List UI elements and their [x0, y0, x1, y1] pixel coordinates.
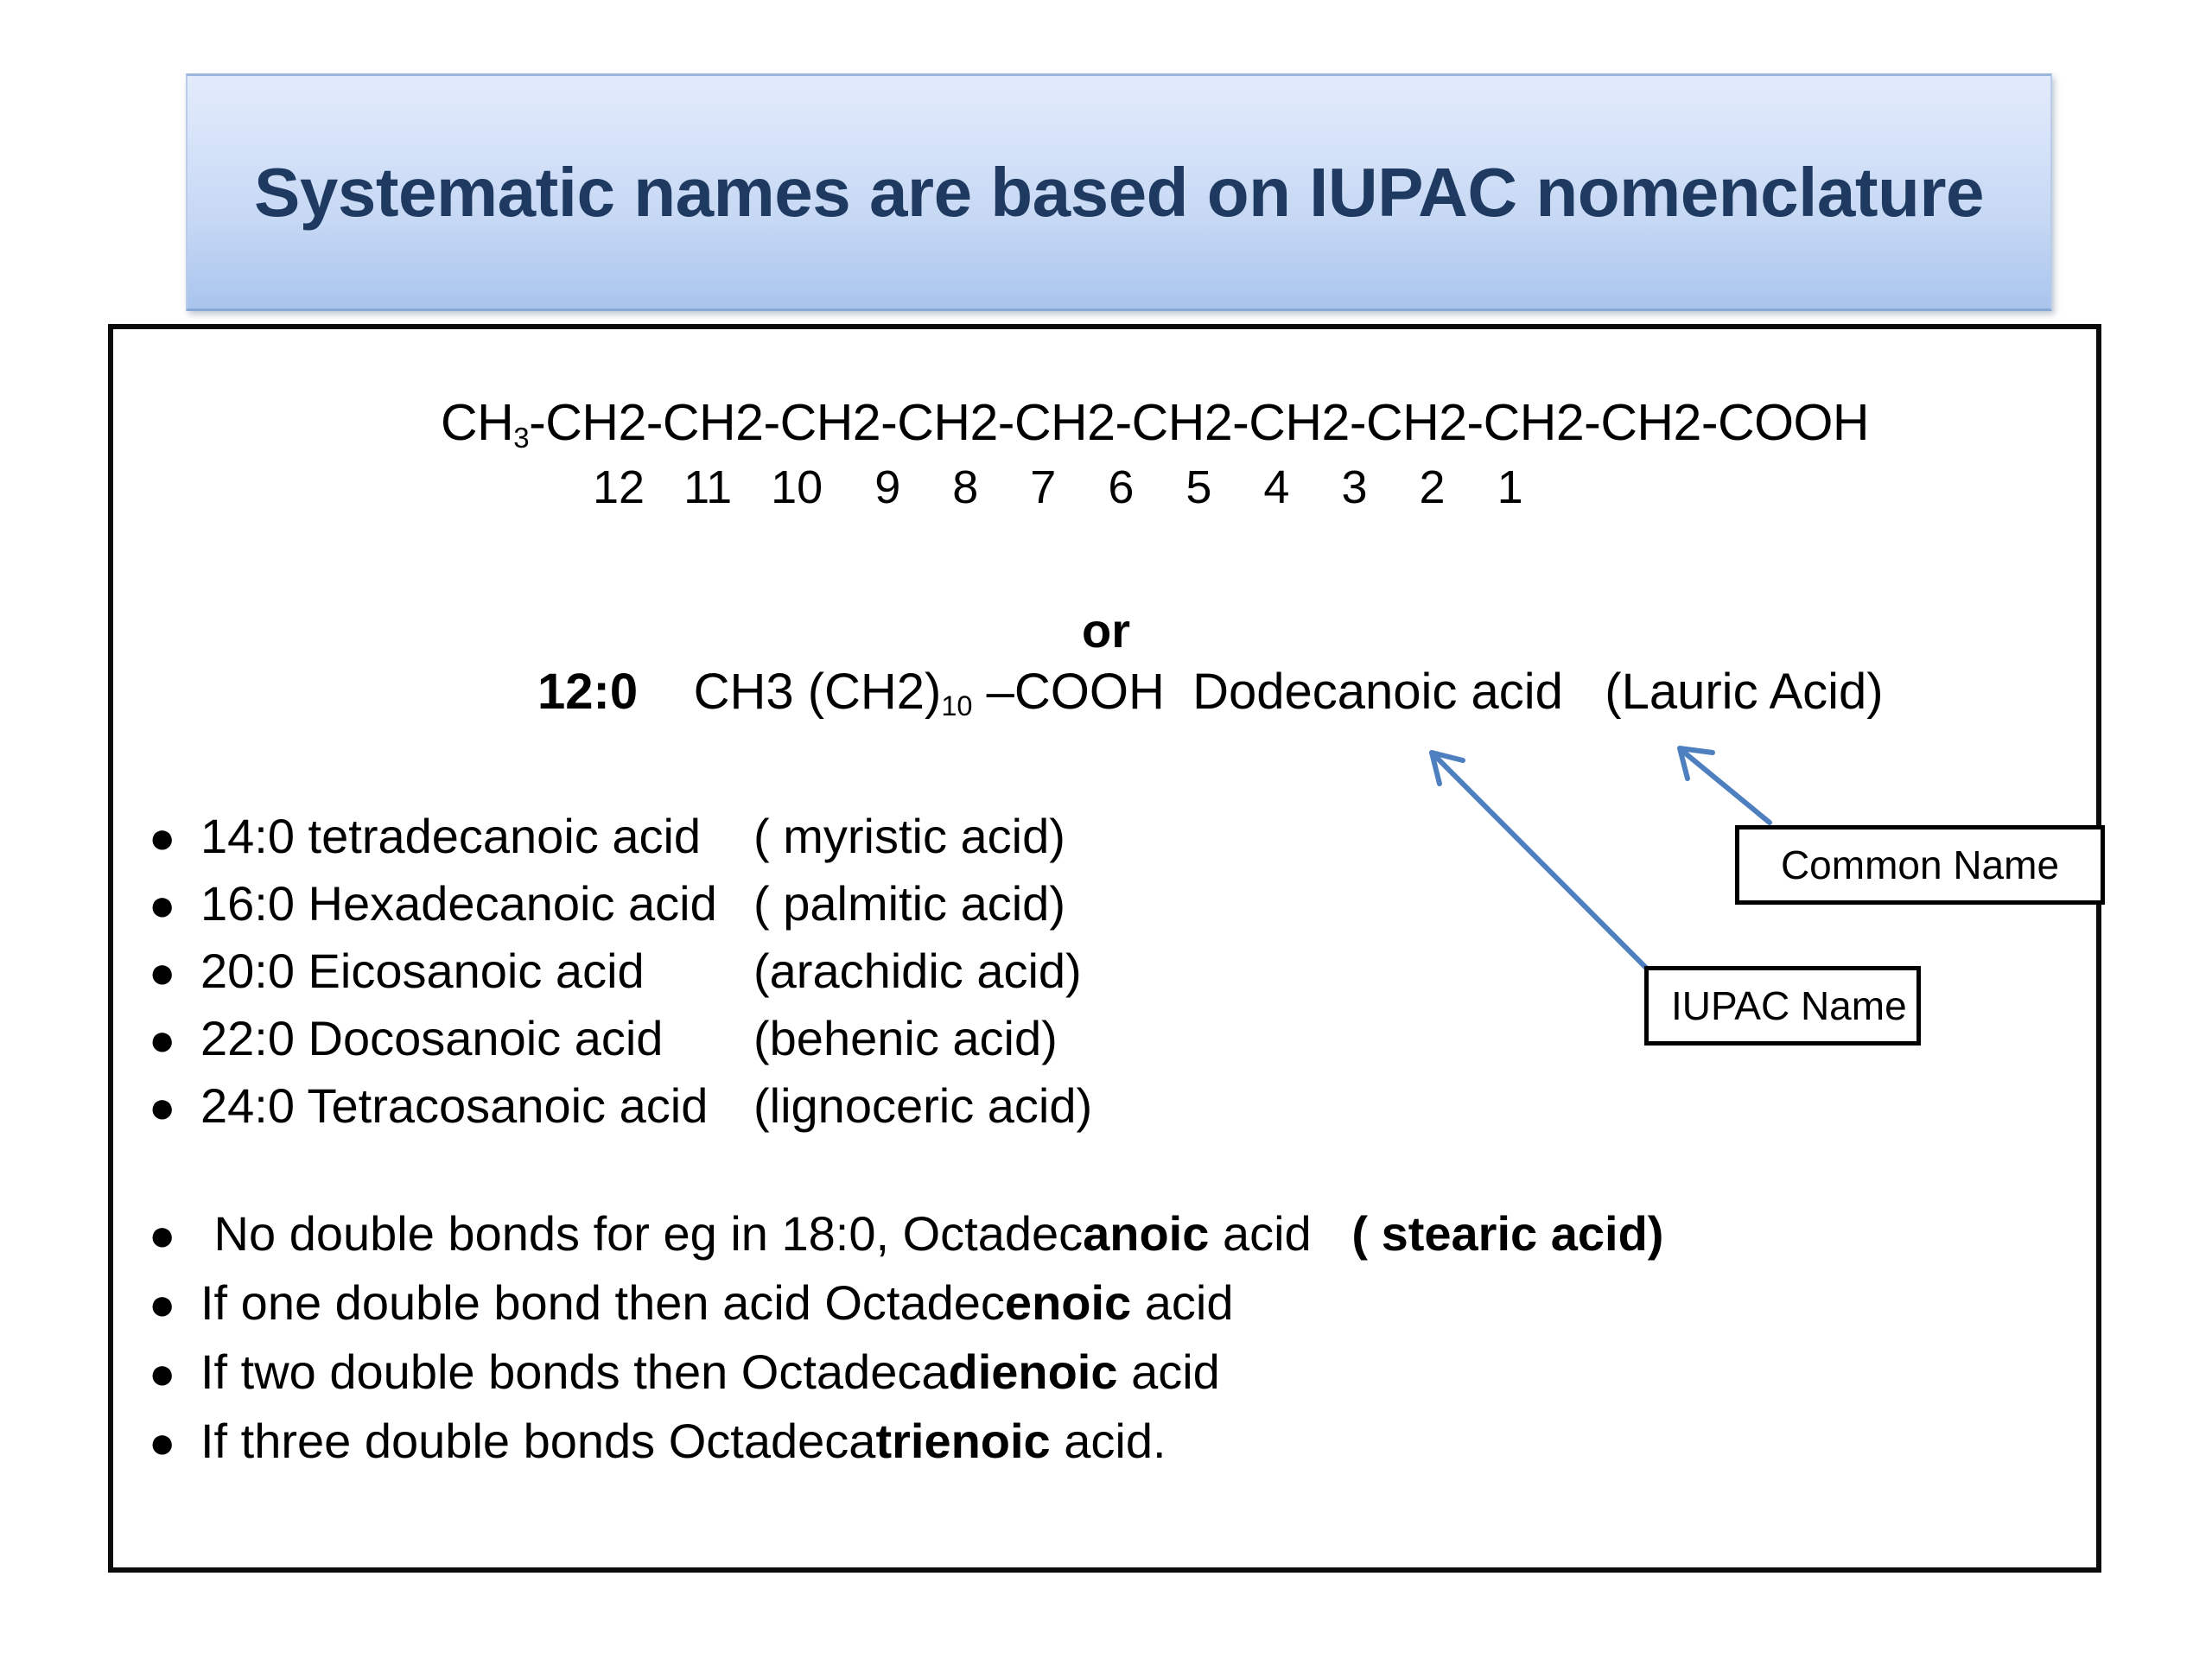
- callout-common-name-label: Common Name: [1780, 842, 2060, 887]
- gap-before-iupac: [1165, 664, 1192, 720]
- fatty-acid-common-name: (lignoceric acid): [753, 1078, 1093, 1133]
- fatty-acid-systematic-name: 14:0 tetradecanoic acid: [200, 809, 702, 863]
- rule-text-suffix-bold: trienoic: [875, 1414, 1051, 1468]
- callout-iupac-name-label: IUPAC Name: [1671, 983, 1907, 1028]
- bullet-icon: ●: [149, 813, 176, 863]
- iupac-name-value: Dodecanoic acid: [1192, 664, 1563, 720]
- gap-before-common: [1563, 664, 1605, 720]
- list-item: ● 20:0 Eicosanoic acid (arachidic acid): [149, 943, 1092, 1010]
- condensed-formula-prefix: CH3 (CH2): [693, 664, 942, 720]
- rule-text-pre: If two double bonds then Octadeca: [200, 1344, 949, 1399]
- bullet-icon: ●: [149, 1280, 176, 1330]
- formula-ch-prefix: CH: [441, 394, 514, 451]
- fatty-acid-systematic-name: 24:0 Tetracosanoic acid: [200, 1078, 709, 1133]
- rule-text-suffix-bold: anoic: [1083, 1206, 1210, 1261]
- shorthand-notation-line: 12:0 CH3 (CH2)10 –COOH Dodecanoic acid (…: [537, 664, 1884, 721]
- page-title: Systematic names are based on IUPAC nome…: [254, 153, 1984, 231]
- carbon-numbering-row: 12 11 10 9 8 7 6 5 4 3 2 1: [593, 461, 1523, 513]
- list-item: ● 24:0 Tetracosanoic acid (lignoceric ac…: [149, 1077, 1092, 1145]
- condensed-formula-subscript: 10: [941, 690, 973, 722]
- fatty-acid-common-name: (behenic acid): [753, 1011, 1058, 1065]
- list-item: ● No double bonds for eg in 18:0, Octade…: [149, 1205, 1663, 1274]
- rule-text-suffix-bold: enoic: [1004, 1275, 1132, 1330]
- fatty-acid-systematic-name: 20:0 Eicosanoic acid: [200, 944, 645, 998]
- rule-text-pre: If one double bond then acid Octadec: [200, 1275, 1005, 1330]
- bullet-icon: ●: [149, 1015, 176, 1065]
- bullet-icon: ●: [149, 880, 176, 931]
- rule-common-name-bold: ( stearic acid): [1351, 1206, 1664, 1261]
- saturated-fatty-acid-list: ● 14:0 tetradecanoic acid ( myristic aci…: [149, 808, 1092, 1145]
- list-item: ● 14:0 tetradecanoic acid ( myristic aci…: [149, 808, 1092, 875]
- rule-text-post: acid: [1209, 1206, 1312, 1261]
- rule-text-post: acid.: [1050, 1414, 1166, 1468]
- rule-tail-gap: [1312, 1205, 1352, 1262]
- fatty-acid-systematic-name: 22:0 Docosanoic acid: [200, 1011, 664, 1065]
- bullet-icon: ●: [149, 1083, 176, 1133]
- callout-common-name: Common Name: [1735, 825, 2105, 905]
- bullet-icon: ●: [149, 1418, 176, 1468]
- fatty-acid-common-name: (arachidic acid): [753, 944, 1082, 998]
- rule-text-pre: No double bonds for eg in 18:0, Octadec: [200, 1206, 1084, 1261]
- gap-after-notation: [638, 664, 693, 720]
- callout-iupac-name: IUPAC Name: [1644, 966, 1921, 1046]
- list-item: ● 22:0 Docosanoic acid (behenic acid): [149, 1010, 1092, 1077]
- fatty-acid-systematic-name: 16:0 Hexadecanoic acid: [200, 876, 717, 931]
- structural-formula: CH3-CH2-CH2-CH2-CH2-CH2-CH2-CH2-CH2-CH2-…: [441, 394, 1870, 453]
- fatty-acid-common-name: ( myristic acid): [753, 809, 1065, 863]
- common-name-value: (Lauric Acid): [1605, 664, 1884, 720]
- formula-chain-rest: -CH2-CH2-CH2-CH2-CH2-CH2-CH2-CH2-CH2-CH2…: [529, 394, 1870, 451]
- bullet-icon: ●: [149, 1211, 176, 1261]
- content-frame: [108, 324, 2101, 1573]
- condensed-formula-suffix: –COOH: [972, 664, 1165, 720]
- title-banner: Systematic names are based on IUPAC nome…: [186, 73, 2052, 311]
- lipid-number-notation: 12:0: [537, 664, 639, 720]
- rule-text-suffix-bold: dienoic: [948, 1344, 1118, 1399]
- fatty-acid-common-name: ( palmitic acid): [753, 876, 1065, 931]
- rule-text-post: acid: [1117, 1344, 1220, 1399]
- bullet-icon: ●: [149, 1349, 176, 1399]
- double-bond-naming-rules-list: ● No double bonds for eg in 18:0, Octade…: [149, 1205, 1663, 1482]
- bullet-icon: ●: [149, 948, 176, 998]
- rule-text-post: acid: [1131, 1275, 1234, 1330]
- formula-subscript-3: 3: [513, 422, 530, 454]
- or-connector: or: [1082, 603, 1130, 658]
- rule-text-pre: If three double bonds Octadeca: [200, 1414, 876, 1468]
- list-item: ● 16:0 Hexadecanoic acid ( palmitic acid…: [149, 875, 1092, 943]
